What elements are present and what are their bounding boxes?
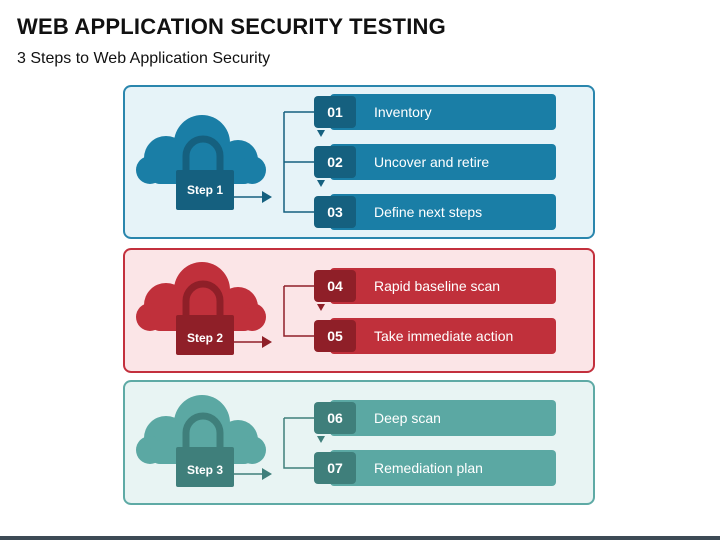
step-item-number: 06 (314, 402, 356, 434)
step-item-number: 07 (314, 452, 356, 484)
step-item-text: Uncover and retire (374, 154, 490, 170)
step-item-number: 04 (314, 270, 356, 302)
step-item-text: Inventory (374, 104, 432, 120)
step-item-text: Deep scan (374, 410, 441, 426)
step-item-03: Define next steps (330, 194, 556, 230)
step-item-number: 01 (314, 96, 356, 128)
step-item-01: Inventory (330, 94, 556, 130)
step-item-number: 05 (314, 320, 356, 352)
cloud-lock-icon (136, 115, 266, 210)
step-item-07: Remediation plan (330, 450, 556, 486)
step-item-text: Rapid baseline scan (374, 278, 501, 294)
step-item-06: Deep scan (330, 400, 556, 436)
step-item-02: Uncover and retire (330, 144, 556, 180)
step-item-04: Rapid baseline scan (330, 268, 556, 304)
step-3-label: Step 3 (186, 463, 223, 477)
cloud-lock-icon (136, 262, 266, 355)
cloud-lock-icon (136, 395, 266, 487)
step-1-label: Step 1 (186, 183, 223, 197)
step-item-number: 02 (314, 146, 356, 178)
page-title: WEB APPLICATION SECURITY TESTING (17, 14, 446, 39)
step-item-text: Define next steps (374, 204, 483, 220)
step-item-05: Take immediate action (330, 318, 556, 354)
footer-bar (0, 536, 720, 540)
step-item-number: 03 (314, 196, 356, 228)
step-item-text: Take immediate action (374, 328, 514, 344)
step-item-text: Remediation plan (374, 460, 483, 476)
page-subtitle: 3 Steps to Web Application Security (17, 50, 271, 67)
step-2-label: Step 2 (186, 331, 223, 345)
